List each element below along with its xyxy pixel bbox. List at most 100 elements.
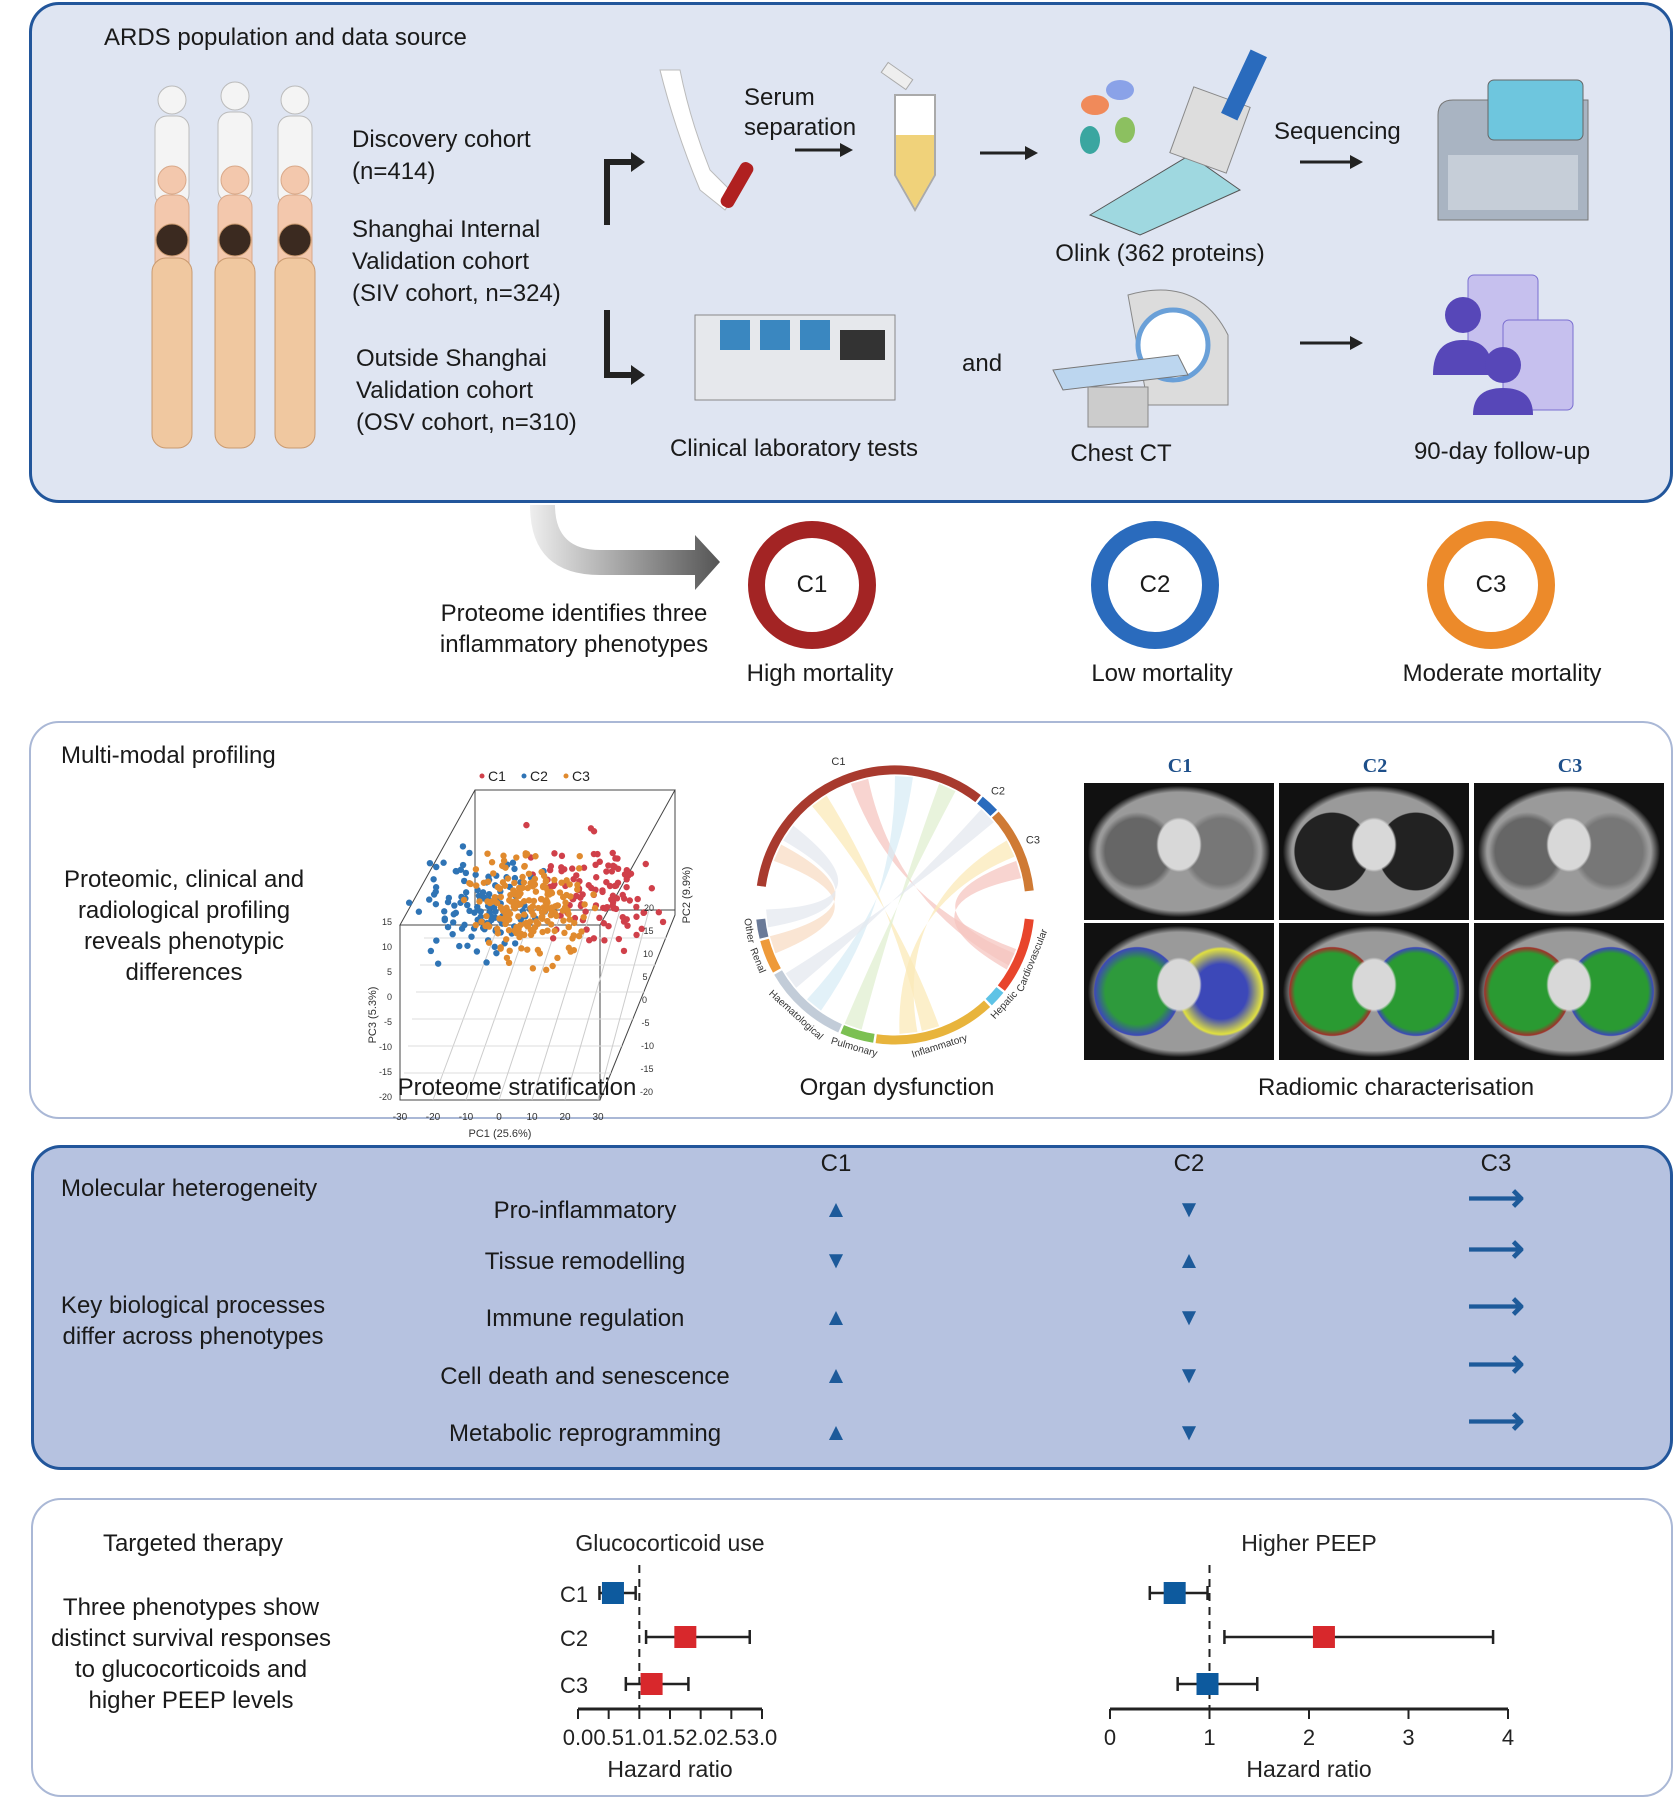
arrow-stable-icon: ⟶	[1467, 1176, 1525, 1220]
sequencer-icon	[1437, 79, 1589, 221]
scatter-point-c2	[468, 933, 475, 940]
osv-cohort-line3: (OSV cohort, n=310)	[356, 409, 577, 436]
chord-diagram: C1C2C3CardiovascularHepaticInflammatoryP…	[741, 756, 1050, 1061]
scatter-point-c3	[486, 899, 494, 907]
scatter-point-c1	[603, 868, 610, 875]
scatter-point-c3	[507, 891, 514, 899]
profiling-text-3: reveals phenotypic	[83, 928, 285, 955]
chord-group-c1	[756, 765, 981, 887]
scatter-caption: Proteome stratification	[397, 1074, 637, 1101]
arrow-stable-icon: ⟶	[1467, 1284, 1525, 1328]
row-label: C3	[560, 1673, 588, 1698]
y-tick-label: 5	[643, 972, 648, 982]
population-title: ARDS population and data source	[104, 24, 467, 51]
scatter-point-c3	[515, 913, 522, 920]
x-tick-label: 1	[1203, 1725, 1215, 1750]
column-header-c1: C1	[820, 1150, 852, 1177]
scatter-point-c3	[503, 954, 511, 962]
scatter-point-c3	[562, 899, 569, 906]
x-tick-label: 2.0	[685, 1725, 716, 1750]
scatter-point-c1	[523, 821, 530, 829]
scatter-point-c1	[546, 866, 554, 874]
scatter-point-c1	[634, 895, 641, 903]
scatter-point-c2	[460, 877, 468, 885]
chord-group-label: C1	[831, 756, 845, 768]
scatter-point-c2	[488, 916, 495, 924]
scatter-point-c3	[507, 898, 515, 905]
chord-ribbon	[769, 844, 836, 954]
scatter-point-c2	[405, 899, 413, 906]
legend-label: C1	[488, 768, 506, 784]
scatter-point-c3	[529, 878, 536, 886]
scatter-point-c3	[538, 914, 545, 921]
scatter-point-c3	[491, 893, 499, 901]
arrow-stable-icon: ⟶	[1467, 1399, 1525, 1443]
scatter-point-c1	[585, 882, 592, 889]
scatter-point-c1	[596, 914, 603, 922]
scatter-point-c3	[541, 908, 548, 915]
scatter-point-c3	[576, 852, 583, 860]
scatter-point-c1	[610, 862, 617, 870]
scatter-point-c3	[484, 850, 491, 857]
scatter-point-c2	[427, 947, 435, 955]
scatter-point-c3	[500, 852, 507, 859]
chord-organ-inflammatory	[875, 1000, 991, 1045]
scatter-point-c2	[459, 843, 467, 850]
scatter-point-c1	[605, 862, 612, 869]
scatter-point-c3	[558, 879, 565, 886]
y-tick-label: -15	[641, 1064, 654, 1074]
scatter-point-c3	[524, 946, 531, 953]
arrow-up-icon: ▲	[824, 1362, 848, 1389]
profiling-text-2: radiological profiling	[77, 897, 291, 924]
scatter-point-c3	[501, 882, 509, 889]
scatter-point-c2	[444, 923, 452, 931]
scatter-point-c2	[511, 940, 519, 947]
scatter-point-c3	[473, 882, 480, 889]
scatter-point-c1	[614, 855, 621, 862]
chord-ribbon	[954, 860, 1022, 970]
scatter-point-c3	[502, 911, 510, 919]
scatter-point-c3	[484, 878, 492, 885]
curved-arrow	[530, 505, 720, 590]
row-label: C1	[560, 1582, 588, 1607]
y-tick-label: -5	[642, 1018, 650, 1028]
scatter-point-c1	[623, 866, 631, 874]
arrow-icon	[795, 143, 853, 157]
scatter-point-c2	[441, 916, 448, 924]
x-axis-label: Hazard ratio	[1246, 1756, 1371, 1782]
scatter-point-c2	[434, 960, 442, 967]
scatter-point-c3	[565, 923, 572, 931]
legend-marker	[479, 773, 485, 779]
scatter-point-c3	[519, 884, 526, 892]
x-tick-label: 0	[496, 1112, 502, 1123]
scatter-point-c3	[560, 917, 567, 924]
scatter-point-c3	[536, 950, 544, 957]
osv-cohort-line1: Outside Shanghai	[356, 345, 547, 372]
scatter-point-c3	[524, 884, 531, 892]
z-axis-label: PC3 (5.3%)	[367, 987, 379, 1044]
column-header-c3: C3	[1480, 1150, 1512, 1177]
scatter-point-c1	[599, 887, 606, 894]
x-tick-label: 0.0	[563, 1725, 594, 1750]
scatter-point-c1	[621, 895, 628, 902]
scatter-point-c3	[547, 911, 555, 919]
scatter-point-c3	[571, 919, 578, 927]
scatter-point-c3	[567, 893, 574, 900]
scatter-point-c3	[590, 891, 597, 898]
x-tick-label: 2	[1303, 1725, 1315, 1750]
ct-segmentation-image	[1279, 923, 1469, 1060]
scatter-point-c3	[561, 929, 568, 937]
scatter-point-c2	[426, 896, 433, 903]
scatter-point-c1	[558, 852, 566, 860]
sequencing-label: Sequencing	[1274, 118, 1401, 145]
scatter-point-c3	[546, 891, 553, 898]
phenotype-c2-ring: C2	[1091, 521, 1219, 649]
scatter-point-c2	[462, 869, 470, 877]
y-tick-label: 0	[642, 995, 647, 1005]
arrow-down-icon: ▼	[1177, 1362, 1201, 1389]
scatter-point-c2	[458, 925, 466, 932]
scatter-point-c2	[444, 898, 452, 906]
z-tick-label: 5	[387, 967, 392, 977]
scatter-point-c3	[561, 904, 569, 911]
and-label: and	[962, 350, 1003, 377]
